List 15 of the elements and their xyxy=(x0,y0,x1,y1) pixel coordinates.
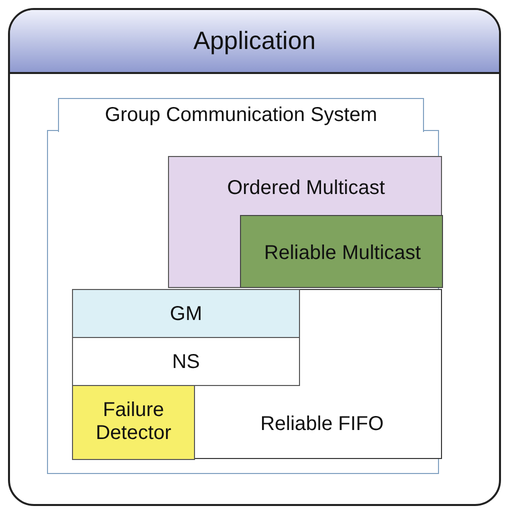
layer-box xyxy=(72,289,442,459)
panel-heading: Application xyxy=(10,10,499,74)
application-panel xyxy=(8,8,501,506)
layer-box xyxy=(240,215,443,288)
layer-box xyxy=(72,337,300,386)
layer-box xyxy=(168,156,442,288)
layer-label: NS xyxy=(171,350,201,374)
layer-box xyxy=(72,289,300,338)
layer-title: Group Communication System xyxy=(58,98,424,132)
layer-label: Reliable FIFO xyxy=(259,412,385,436)
layer-label: Ordered Multicast xyxy=(226,176,386,200)
layer-label: Failure Detector xyxy=(94,398,172,446)
layer-box xyxy=(72,385,195,460)
layer-label: Reliable Multicast xyxy=(263,240,422,266)
layer-label: GM xyxy=(168,302,204,326)
